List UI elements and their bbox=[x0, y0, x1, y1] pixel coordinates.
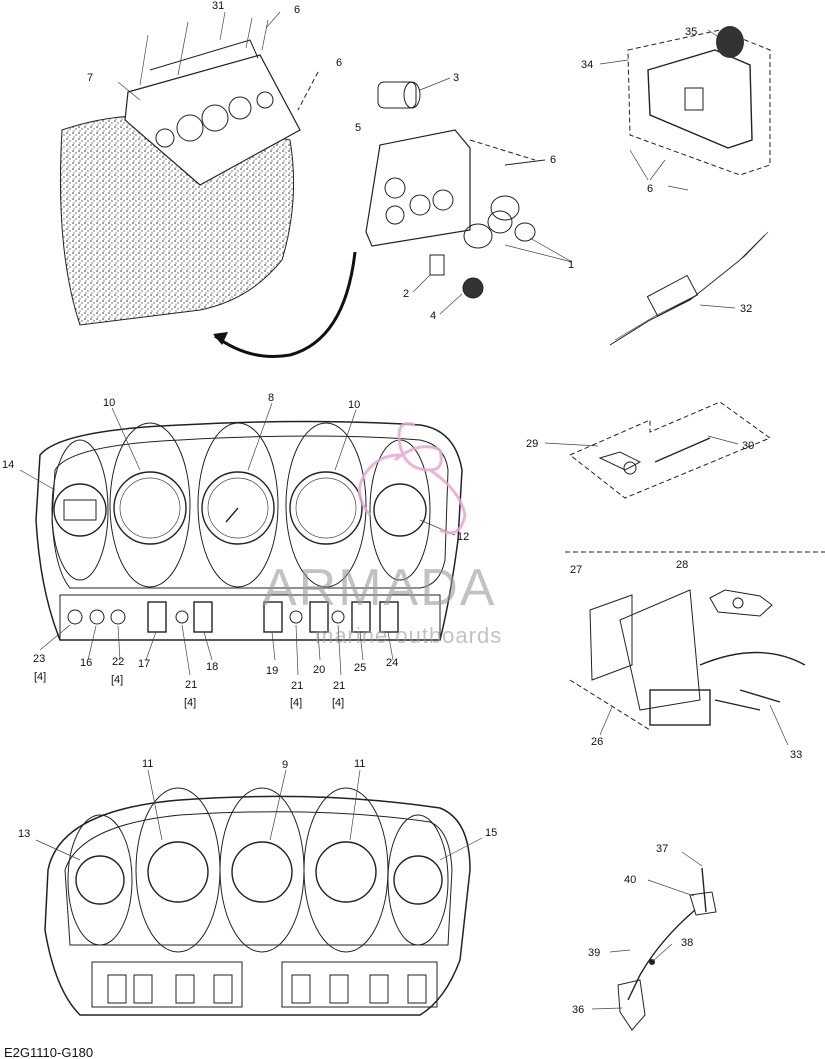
part-label-4: 4 bbox=[430, 310, 436, 322]
part-label-27: 27 bbox=[570, 564, 582, 576]
part-label-28: 28 bbox=[676, 559, 688, 571]
part-label-39: 39 bbox=[588, 947, 600, 959]
part-label-12: 12 bbox=[457, 531, 469, 543]
dash-panel-rear bbox=[35, 769, 483, 1016]
switch-panel-5 bbox=[365, 129, 546, 247]
switch-2-and-knob-4 bbox=[412, 254, 484, 315]
part-label-17: 17 bbox=[138, 658, 150, 670]
part-label-6: 6 bbox=[550, 154, 556, 166]
console-assembly bbox=[59, 11, 357, 358]
part-label-35: 35 bbox=[685, 26, 697, 38]
part-label-21: 21 bbox=[291, 680, 303, 692]
watermark-title: ARMADA bbox=[262, 559, 496, 617]
part-label-1: 1 bbox=[568, 259, 574, 271]
switches-1 bbox=[463, 195, 573, 263]
part-label-21: 21 bbox=[185, 679, 197, 691]
part-label-18: 18 bbox=[206, 661, 218, 673]
storage-box-34 bbox=[599, 26, 771, 191]
part-label-38: 38 bbox=[681, 937, 693, 949]
part-label-15: 15 bbox=[485, 827, 497, 839]
part-label-29: 29 bbox=[526, 438, 538, 450]
part-label-37: 37 bbox=[656, 843, 668, 855]
part-label-7: 7 bbox=[87, 72, 93, 84]
watermark-subtitle: marine outboards bbox=[315, 623, 502, 648]
watermark-logo bbox=[358, 422, 467, 535]
throttle-cable-36-40 bbox=[591, 851, 717, 1031]
qty-label-21: [4] bbox=[290, 697, 302, 709]
part-label-8: 8 bbox=[268, 392, 274, 404]
part-label-16: 16 bbox=[80, 657, 92, 669]
dash-panel-leaders bbox=[19, 402, 456, 676]
part-label-36: 36 bbox=[572, 1004, 584, 1016]
part-label-33: 33 bbox=[790, 749, 802, 761]
part-label-14: 14 bbox=[2, 459, 14, 471]
part-label-5: 5 bbox=[355, 122, 361, 134]
part-label-40: 40 bbox=[624, 874, 636, 886]
qty-label-22: [4] bbox=[111, 674, 123, 686]
part-label-31: 31 bbox=[212, 0, 224, 12]
part-label-11: 11 bbox=[354, 758, 365, 770]
qty-label-21: [4] bbox=[332, 697, 344, 709]
qty-label-21: [4] bbox=[184, 697, 196, 709]
part-label-11: 11 bbox=[142, 758, 153, 770]
part-labels: 1 2 3 4 5 6 6 6 6 7 8 9 10 10 11 11 12 1… bbox=[2, 0, 802, 1016]
part-label-6: 6 bbox=[336, 57, 342, 69]
cable-kit-29-30 bbox=[544, 401, 772, 499]
qty-label-23: [4] bbox=[34, 671, 46, 683]
diagram-code: E2G1110-G180 bbox=[4, 1045, 93, 1059]
quantity-labels: [4] [4] [4] [4] [4] bbox=[34, 671, 344, 709]
part-label-32: 32 bbox=[740, 303, 752, 315]
watermark: ARMADA marine outboards bbox=[262, 422, 502, 648]
part-label-23: 23 bbox=[33, 653, 45, 665]
part-label-13: 13 bbox=[18, 828, 30, 840]
part-label-2: 2 bbox=[403, 288, 409, 300]
part-label-25: 25 bbox=[354, 662, 366, 674]
part-label-30: 30 bbox=[742, 440, 754, 452]
part-label-26: 26 bbox=[591, 736, 603, 748]
part-label-3: 3 bbox=[453, 72, 459, 84]
part-label-10: 10 bbox=[103, 397, 115, 409]
part-label-6: 6 bbox=[294, 4, 300, 16]
part-label-10: 10 bbox=[348, 399, 360, 411]
part-label-9: 9 bbox=[282, 759, 288, 771]
part-label-20: 20 bbox=[313, 664, 325, 676]
part-label-34: 34 bbox=[581, 59, 593, 71]
part-label-6: 6 bbox=[647, 183, 653, 195]
bracket-assembly-26 bbox=[569, 589, 806, 746]
wire-harness-32 bbox=[609, 231, 769, 346]
part-label-19: 19 bbox=[266, 665, 278, 677]
part-label-22: 22 bbox=[112, 656, 124, 668]
power-socket-3 bbox=[377, 77, 451, 109]
part-label-24: 24 bbox=[386, 657, 398, 669]
dash-panel-front bbox=[35, 420, 463, 641]
part-label-21: 21 bbox=[333, 680, 345, 692]
